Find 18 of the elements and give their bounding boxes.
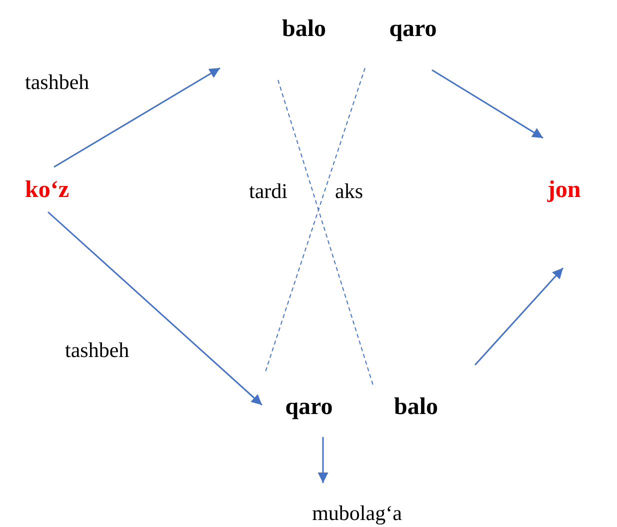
node-label: mubolag‘a	[286, 500, 428, 526]
arrow	[48, 211, 262, 406]
arrow	[474, 268, 564, 366]
arrow	[432, 69, 544, 139]
arrow	[318, 437, 328, 483]
relation-label: tashbeh	[65, 340, 130, 361]
relation-label: aks	[335, 181, 363, 202]
node-label: balo	[382, 390, 450, 424]
dashed-line	[264, 68, 366, 374]
dashed-line	[278, 80, 374, 386]
node-label: jon	[532, 134, 596, 272]
node-label: ko‘z	[8, 172, 86, 208]
node-label: balo	[272, 12, 336, 46]
arrow	[54, 67, 220, 168]
relation-label: tashbeh	[25, 72, 90, 93]
relation-label: tardi	[249, 181, 288, 202]
node-label: qaro	[376, 12, 450, 46]
node-label: qaro	[272, 390, 346, 424]
